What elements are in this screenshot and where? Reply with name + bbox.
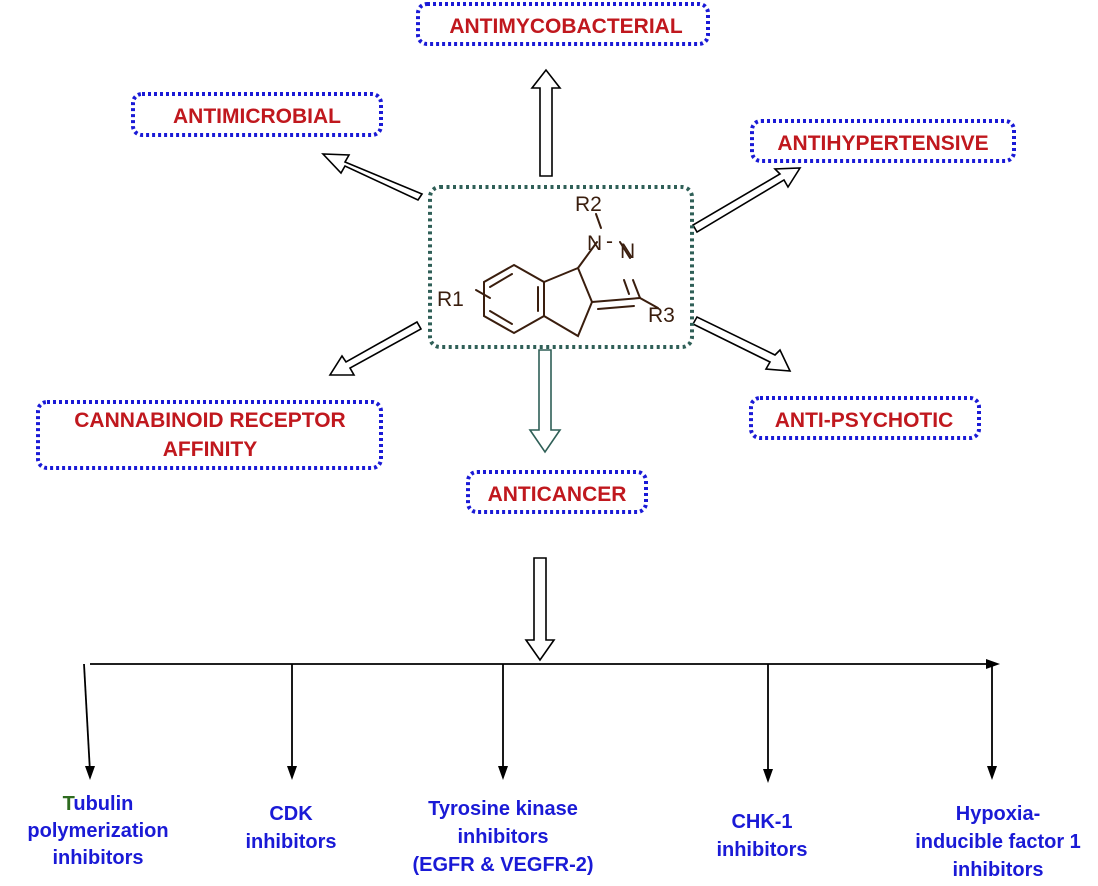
label-n2: N [620,240,635,263]
activity-label: ANTIMICROBIAL [173,105,341,128]
target-label-line2: inducible factor 1 [915,831,1081,853]
arrowhead-tk [498,766,508,780]
arrowhead-hif [987,766,997,780]
target-label-line3: inhibitors [952,859,1043,881]
label-n1: N [587,232,602,255]
core-box [428,185,694,349]
activity-box [416,2,710,46]
bond [591,297,641,303]
bond [619,241,631,259]
target-label-line2: polymerization [27,820,168,842]
arrow-to-antimicrobial [321,153,424,202]
target-branches [83,659,1000,783]
activity-box [36,400,383,470]
target-label-line1: CDK [269,803,313,825]
label-r2: R2 [575,193,602,216]
target-tyrosine-kinase: Tyrosine kinase inhibitors (EGFR & VEGFR… [412,798,593,876]
arrowhead-cdk [287,766,297,780]
activity-box [749,396,981,440]
bond [632,279,641,299]
target-label-line1: Tyrosine kinase [428,798,578,820]
activity-box [131,92,383,137]
core-structure: R2 N - N R3 R1 [428,185,694,349]
tubulin-accent-letter: T [63,793,75,815]
arrow-to-cannabinoid [328,320,423,376]
double-bond [489,273,513,288]
activity-antimycobacterial: ANTIMYCOBACTERIAL [416,2,710,46]
bond-r2 [595,213,602,229]
bond-r1 [475,289,491,299]
activity-box [750,119,1016,163]
target-label-line2: inhibitors [245,831,336,853]
target-cdk: CDK inhibitors [245,803,336,853]
target-tubulin: Tubulin polymerization inhibitors [27,793,168,869]
arrow-down-anticancer [528,349,562,454]
activity-antimicrobial: ANTIMICROBIAL [131,92,383,137]
target-label-line2: inhibitors [716,839,807,861]
benzene-ring [483,263,545,335]
horizontal-arrowhead [986,659,1000,669]
double-bond [489,310,513,325]
double-bond [597,305,635,310]
activity-antipsychotic: ANTI-PSYCHOTIC [749,396,981,440]
arrow-down-to-targets [524,557,556,662]
activity-label: ANTI-PSYCHOTIC [775,409,954,432]
bond-r3 [639,297,659,309]
target-label-line1: Hypoxia- [956,803,1040,825]
activity-antihypertensive: ANTIHYPERTENSIVE [750,119,1016,163]
cyclopentane-ring [543,266,594,338]
branch-tubulin [83,663,91,773]
arrow-up-antimycobacterial [530,68,562,177]
target-label-line2: inhibitors [457,826,548,848]
label-r1: R1 [437,288,464,311]
activity-label: ANTIHYPERTENSIVE [777,132,988,155]
activity-label: ANTIMYCOBACTERIAL [449,15,682,38]
activity-label-line2: AFFINITY [163,438,258,461]
label-dash: - [606,230,613,253]
target-hif1: Hypoxia- inducible factor 1 inhibitors [915,803,1081,881]
target-label-line1: Tubulin [63,793,134,815]
tubulin-rest: ubulin [73,793,133,815]
activity-label: ANTICANCER [488,483,627,506]
target-chk1: CHK-1 inhibitors [716,811,807,861]
arrow-to-antihypertensive [691,167,802,234]
target-label-line3: (EGFR & VEGFR-2) [412,854,593,876]
activity-cannabinoid: CANNABINOID RECEPTOR AFFINITY [36,400,383,470]
arrowhead-chk [763,769,773,783]
activity-box [466,470,648,514]
activity-anticancer: ANTICANCER [466,470,648,514]
double-bond [623,279,630,295]
target-label-line3: inhibitors [52,847,143,869]
arrow-to-antipsychotic [691,315,792,372]
arrowhead-tubulin [85,766,95,780]
activity-label-line1: CANNABINOID RECEPTOR [74,409,345,432]
target-label-line1: CHK-1 [731,811,792,833]
label-r3: R3 [648,304,675,327]
pyrazole-ring [577,241,598,269]
